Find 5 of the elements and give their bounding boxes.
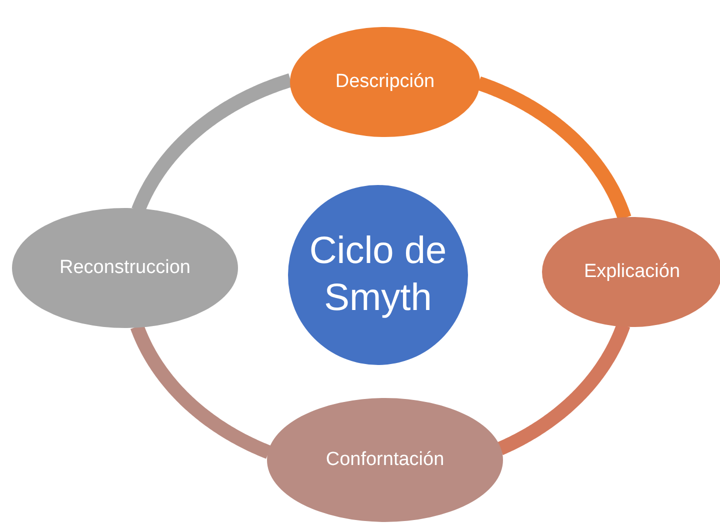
title-text: Ciclo de Smyth — [308, 228, 448, 321]
node-label: Explicación — [584, 260, 680, 284]
node-label: Reconstruccion — [60, 256, 190, 280]
node-label: Descripción — [335, 70, 435, 94]
node-label: Conforntación — [326, 448, 444, 472]
